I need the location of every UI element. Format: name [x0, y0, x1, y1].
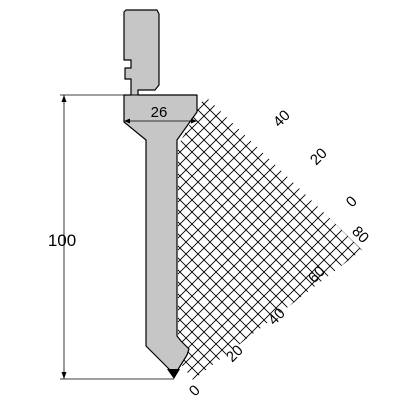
width-label: 26	[151, 104, 168, 121]
mesh-line-85	[331, 96, 362, 380]
mesh-line-66	[178, 96, 362, 380]
scale-b: 80 60 40 20 0	[186, 223, 372, 400]
mesh-line-38	[295, 99, 362, 380]
mesh-line-35	[259, 99, 362, 380]
height-dimension: 100	[48, 94, 174, 380]
mesh-line-67	[178, 96, 362, 380]
scale-b-label-1: 60	[305, 263, 329, 287]
mesh-line-50	[178, 96, 273, 380]
mesh-line-40	[319, 99, 362, 380]
mesh-line-42	[343, 99, 362, 380]
scale-b-label-4: 0	[186, 382, 204, 400]
mesh-line-0	[0, 100, 160, 412]
height-label: 100	[48, 231, 76, 250]
mesh-line-68	[178, 96, 362, 380]
mesh-line-37	[283, 99, 362, 380]
scale-a-label-1: 20	[307, 145, 331, 169]
mesh-line-7	[178, 99, 245, 380]
mesh-line-10	[178, 99, 281, 380]
width-dimension: 26	[124, 104, 197, 124]
mesh-line-33	[235, 99, 362, 380]
scale-a-label-2: 0	[343, 193, 361, 211]
mesh-line-36	[271, 99, 362, 380]
mesh-line-80	[271, 96, 362, 380]
mesh-line-39	[307, 99, 362, 380]
mesh-line-63	[178, 96, 362, 380]
mesh-line-9	[178, 99, 269, 380]
mesh-line-60	[178, 96, 362, 380]
scale-b-label-2: 40	[265, 305, 289, 329]
mesh-line-64	[178, 96, 362, 380]
mesh-line-69	[178, 96, 362, 380]
mesh-line-72	[178, 96, 362, 380]
mesh-line-51	[178, 96, 285, 380]
mesh-line-43	[355, 99, 362, 380]
mesh-line-26	[178, 99, 362, 380]
mesh-line-31	[211, 99, 362, 380]
tip-marker	[167, 369, 180, 379]
mesh-line-70	[178, 96, 362, 380]
mesh-line-21	[178, 99, 362, 380]
mesh-line-65	[178, 96, 362, 380]
mesh-line-8	[178, 99, 257, 380]
tool-profile	[123, 9, 198, 374]
mesh-line-49	[178, 96, 261, 380]
mesh-line-81	[283, 96, 362, 380]
scale-b-label-0: 80	[348, 223, 372, 247]
mesh-line-78	[247, 96, 362, 380]
scale-a-label-0: 40	[270, 107, 294, 131]
